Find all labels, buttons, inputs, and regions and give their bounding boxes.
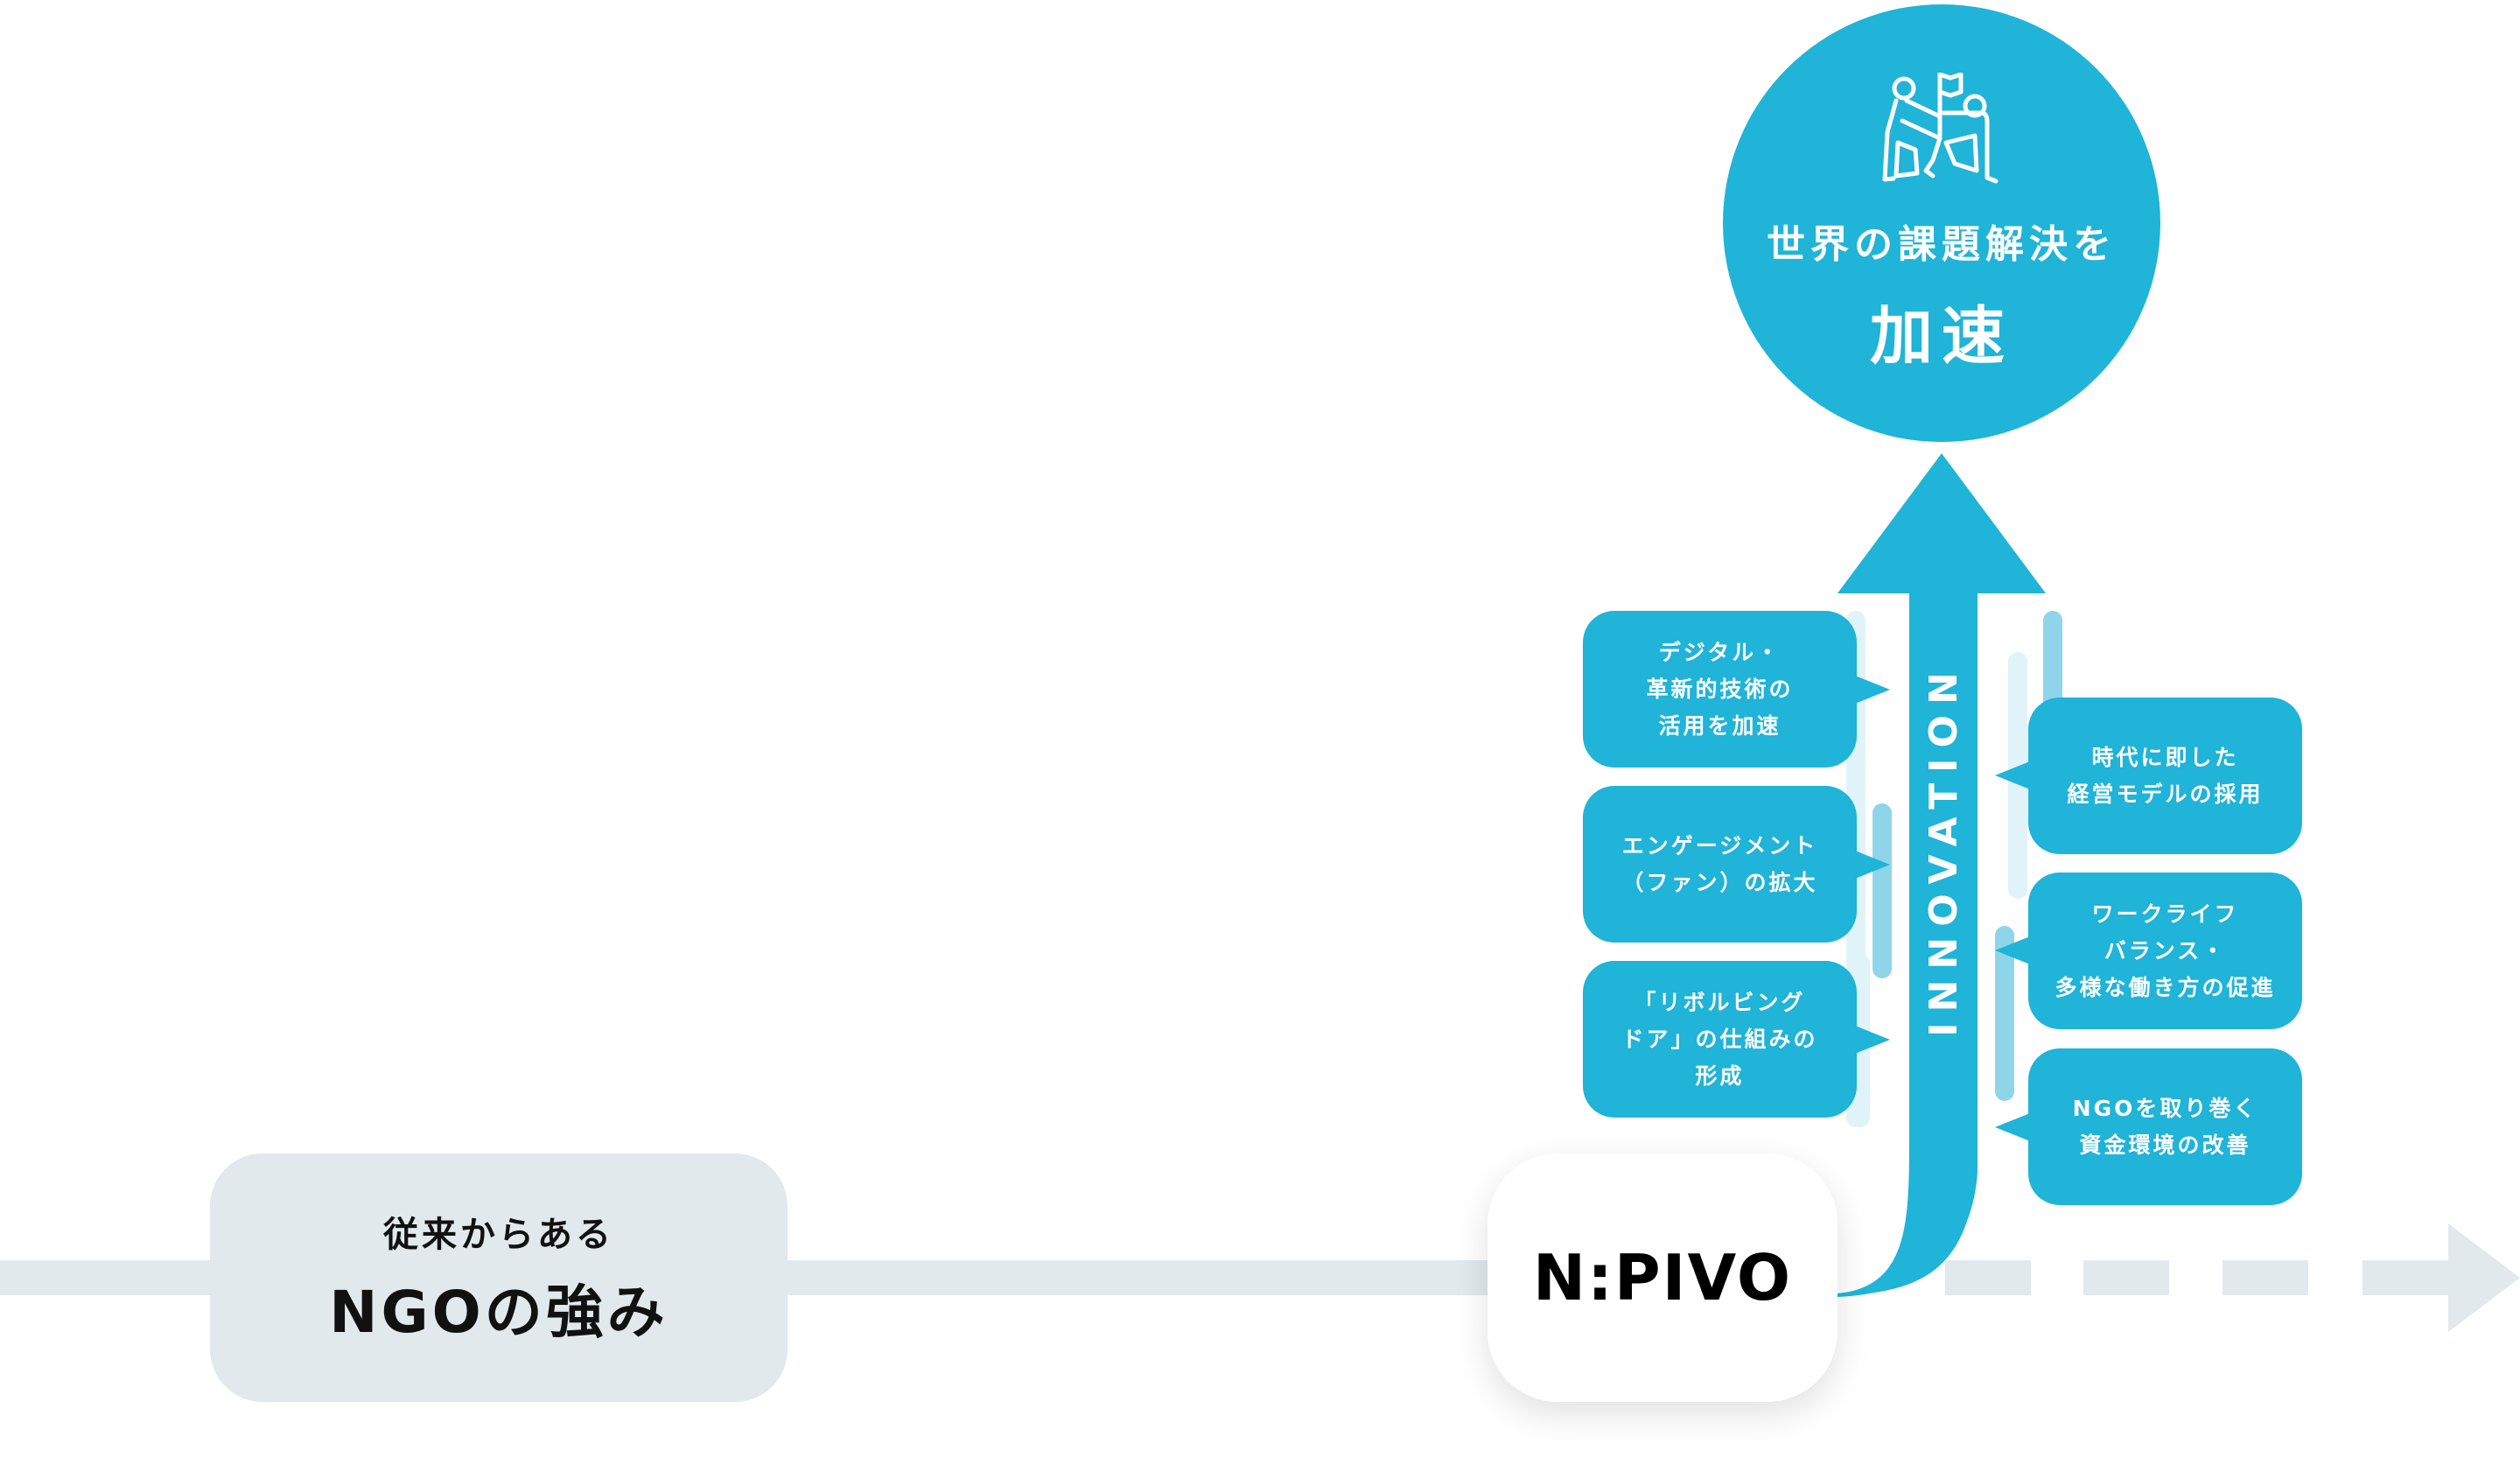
bubble-tail — [1995, 761, 2030, 789]
timeline-dash — [2083, 1260, 2169, 1295]
bubble-tail — [1995, 1113, 2030, 1141]
goal-circle: 世界の課題解決を 加速 — [1723, 4, 2160, 442]
innovation-arrow-shaft — [1838, 592, 1978, 1295]
bubble-tail — [1855, 1026, 1890, 1054]
timeline-dash — [1945, 1260, 2031, 1295]
innovation-arrow-curve — [1838, 1138, 1978, 1297]
origin-box: 従来からある NGOの強み — [210, 1153, 788, 1402]
bubble-tail — [1995, 936, 2030, 964]
origin-line2: NGOの強み — [329, 1279, 668, 1346]
innovation-arrow-head — [1838, 453, 2046, 593]
initiative-bubble: NGOを取り巻く 資金環境の改善 — [2028, 1048, 2302, 1205]
bubble-tail — [1855, 851, 1890, 879]
initiative-bubble: デジタル・ 革新的技術の 活用を加速 — [1583, 611, 1857, 768]
goal-line1: 世界の課題解決を — [1767, 222, 2117, 267]
bubble-tail — [1855, 676, 1890, 704]
decor-bar — [1872, 803, 1892, 978]
timeline-dash — [2362, 1260, 2448, 1295]
initiative-bubble: 時代に即した 経営モデルの採用 — [2028, 697, 2302, 854]
initiative-bubble: 「リボルビング ドア」の仕組みの 形成 — [1583, 961, 1857, 1118]
decor-bar — [1995, 926, 2014, 1101]
timeline-dash — [2222, 1260, 2308, 1295]
initiative-bubble: エンゲージメント （ファン）の拡大 — [1583, 786, 1857, 943]
goal-line2: 加速 — [1869, 299, 2013, 373]
innovation-label-text: INNOVATION — [1921, 661, 1966, 1037]
brand-logo-box: N:PIVO — [1488, 1153, 1838, 1402]
people-with-flag-icon — [1880, 70, 2003, 190]
timeline-arrow-icon — [2448, 1223, 2520, 1332]
initiative-bubble: ワークライフ バランス・ 多様な働き方の促進 — [2028, 873, 2302, 1029]
brand-logo: N:PIVO — [1532, 1241, 1793, 1314]
innovation-label: INNOVATION — [1909, 662, 1978, 1037]
origin-line1: 従来からある — [383, 1215, 614, 1255]
